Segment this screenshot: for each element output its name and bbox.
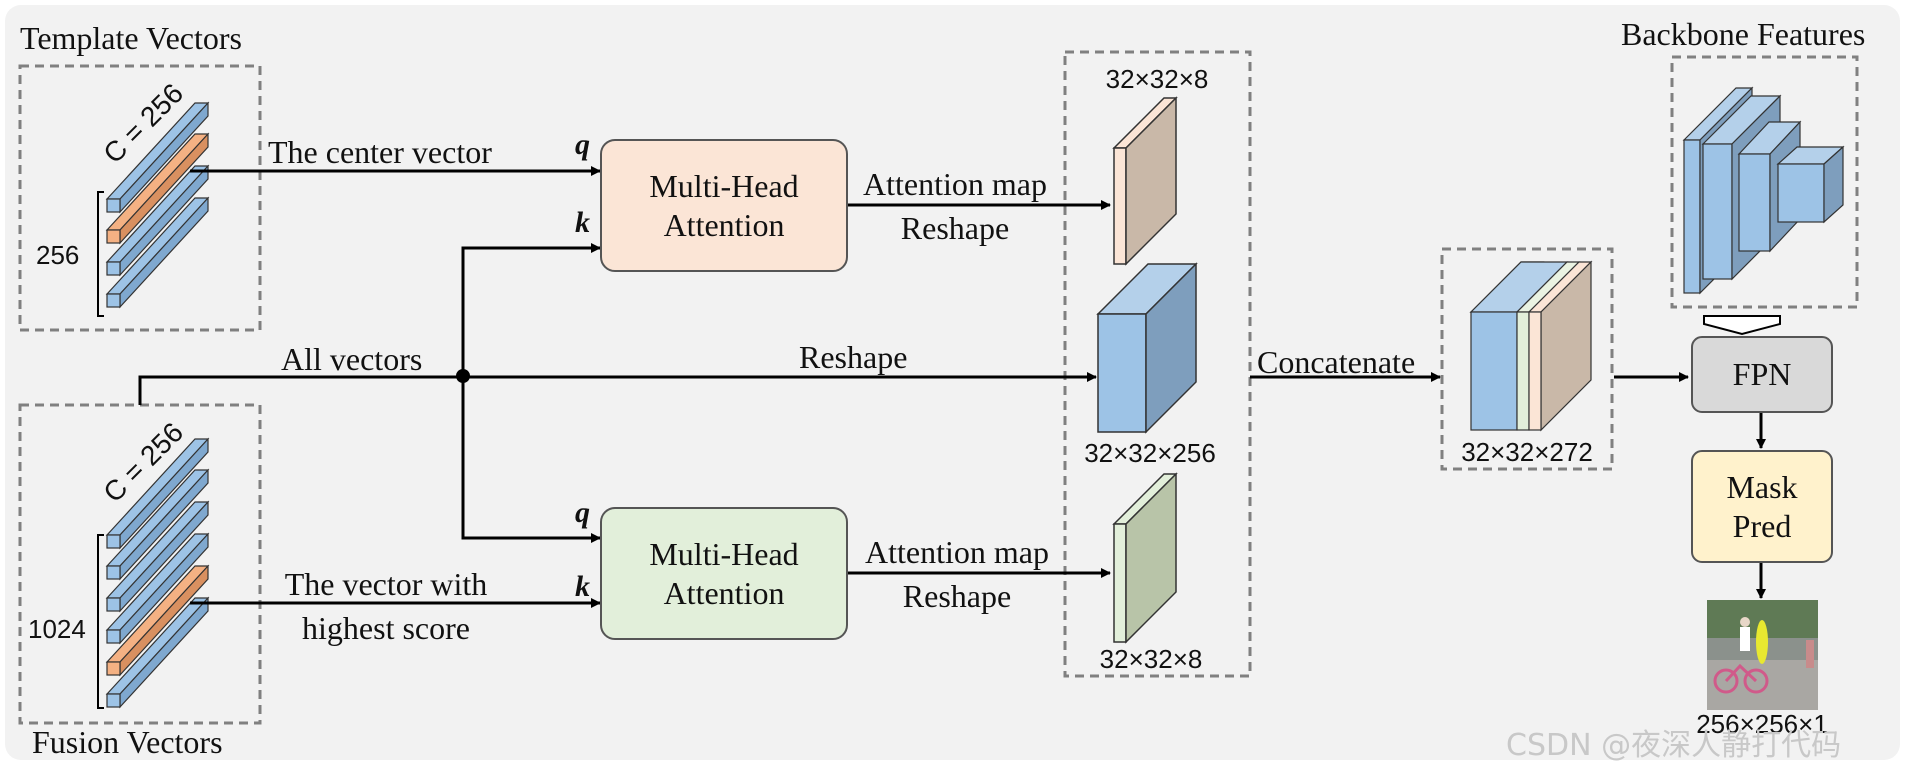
template-count-label: 256 [36,240,80,270]
concat-tensor-size: 32×32×272 [1461,437,1593,467]
mha-top-box [600,139,848,272]
vector-bar [105,437,210,550]
template-count-bracket [97,191,104,317]
mask-pred-text: Mask Pred [1692,451,1832,562]
template-vectors-title: Template Vectors [20,20,242,56]
vector-bar [105,101,210,214]
vector-bar [105,500,210,613]
fpn-text: FPN [1732,356,1792,393]
fusion-vector-stack [105,437,210,709]
reshape-top-label: Reshape [900,210,1010,246]
mask-pred-line1: Mask [1726,469,1798,506]
mha-bottom-q-label: q [575,496,590,529]
mha-top-k-label: k [575,206,590,239]
all-vectors-label: All vectors [281,341,423,377]
fpn-box [1691,336,1833,413]
vector-bar [105,468,210,581]
junction-dot [456,369,470,383]
mha-bottom-line1: Multi-Head [649,536,799,573]
query-branch-bottom-arrow [461,377,601,543]
watermark: CSDN @夜深人静打代码 [1506,728,1842,763]
mha-bottom-line2: Attention [663,574,785,611]
tensor-mid-size: 32×32×256 [1084,438,1216,468]
mha-bottom-box [600,507,848,640]
backbone-hollow-arrow [1703,315,1781,336]
highest-vector-label-line2: highest score [302,610,470,646]
fusion-vectors-title: Fusion Vectors [32,724,223,760]
template-vectors-box [18,64,262,332]
mha-top-text: Multi-Head Attention [601,140,847,271]
tensor-bottom-size: 32×32×8 [1099,644,1203,674]
key-branch-top-arrow [461,243,601,377]
tensor-mid-cuboid [1096,262,1198,434]
backbone-pyramid [1682,86,1845,295]
attention-map-top-label: Attention map [863,166,1047,202]
concatenate-label: Concatenate [1257,344,1416,380]
mha-bottom-text: Multi-Head Attention [601,508,847,639]
highlighted-vector-bar [105,132,210,245]
tensors-box [1063,50,1252,678]
attention-map-bottom-label: Attention map [865,534,1049,570]
highest-vector-label-line1: The vector with [284,566,488,602]
all-vectors-line [138,375,463,405]
mask-pred-line2: Pred [1732,507,1792,544]
mask-pred-box [1691,450,1833,563]
template-vector-stack [105,101,210,309]
mha-top-line2: Attention [663,206,785,243]
fusion-count-label: 1024 [28,614,86,644]
vector-bar [105,164,210,277]
vector-bar [105,196,210,309]
center-vector-label: The center vector [268,134,492,170]
vector-bar [105,596,210,709]
tensor-bottom-cuboid [1112,472,1178,644]
backbone-box [1670,55,1859,309]
tensor-top-size: 32×32×8 [1105,64,1209,94]
output-size-label: 256×256×1 [1696,709,1828,739]
concat-tensor-cuboid [1469,260,1593,432]
tensor-top-cuboid [1112,96,1178,266]
mha-bottom-k-label: k [575,570,590,603]
vector-bar [105,532,210,645]
mha-top-q-label: q [575,128,590,161]
output-mask-image [1707,600,1818,710]
mha-top-line1: Multi-Head [649,168,799,205]
highlighted-vector-bar [105,564,210,677]
backbone-features-title: Backbone Features [1621,16,1866,52]
reshape-bottom-label: Reshape [902,578,1012,614]
reshape-mid-label: Reshape [799,339,908,375]
fusion-count-bracket [97,534,104,709]
